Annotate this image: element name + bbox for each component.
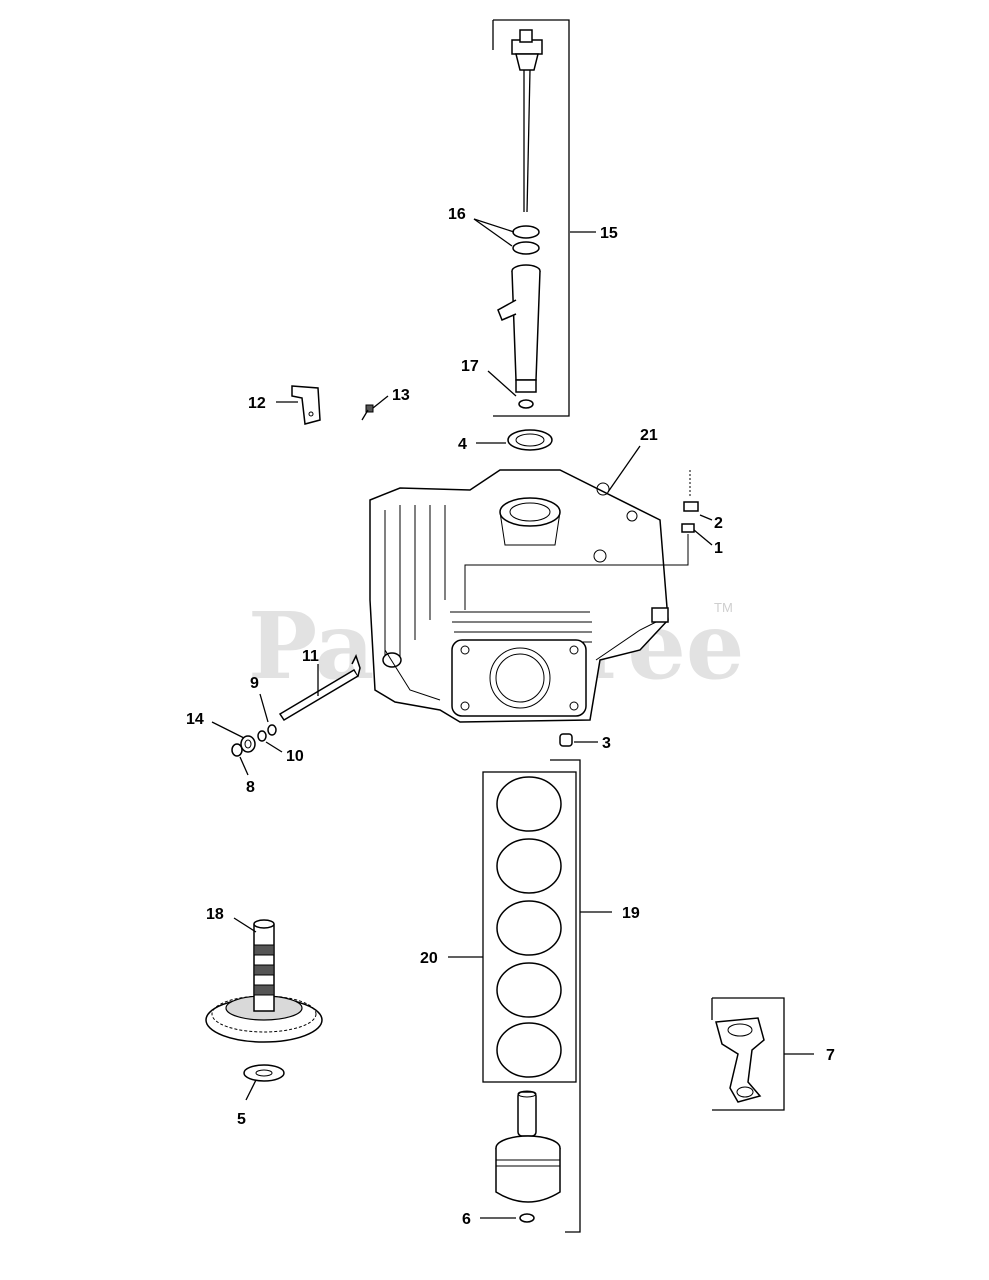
retainer-6-part[interactable] (519, 1213, 535, 1223)
callout-2[interactable]: 2 (714, 515, 723, 532)
callout-19[interactable]: 19 (622, 905, 640, 922)
dipstick-tube (511, 270, 541, 381)
bracket-19 (550, 759, 581, 1233)
callout-8[interactable]: 8 (246, 779, 255, 796)
callout-6[interactable]: 6 (462, 1211, 471, 1228)
leader-lines (211, 218, 814, 1219)
clip-1-part[interactable] (681, 523, 695, 533)
watermark-trademark: TM (714, 600, 733, 615)
piston-ring-5 (496, 1022, 562, 1078)
bracket-12-part[interactable] (291, 385, 321, 425)
piston-ring-4 (496, 962, 562, 1018)
bracket-20 (482, 771, 577, 1083)
callout-1[interactable]: 1 (714, 540, 723, 557)
callout-17[interactable]: 17 (461, 358, 479, 375)
washer-14-part[interactable] (240, 735, 256, 753)
callout-21[interactable]: 21 (640, 427, 658, 444)
crankcase-21-part[interactable] (369, 469, 689, 723)
piston-ring-set[interactable] (482, 759, 581, 1233)
o-ring-lower (512, 241, 540, 255)
callout-20[interactable]: 20 (420, 950, 438, 967)
clip-2-part[interactable] (683, 470, 699, 512)
callout-13[interactable]: 13 (392, 387, 410, 404)
callout-11[interactable]: 11 (302, 648, 319, 665)
o-ring-upper (512, 225, 540, 239)
piston-pin-part[interactable] (517, 1090, 537, 1137)
callout-5[interactable]: 5 (237, 1111, 246, 1128)
connecting-rod-7-part[interactable] (711, 997, 785, 1111)
piston-part[interactable] (495, 1135, 561, 1203)
callout-16[interactable]: 16 (448, 206, 466, 223)
screw-13-part[interactable] (361, 404, 374, 421)
callout-18[interactable]: 18 (206, 906, 224, 923)
tube-seal (518, 399, 534, 409)
callout-3[interactable]: 3 (602, 735, 611, 752)
washer-10-part[interactable] (257, 730, 267, 742)
shim-5-part[interactable] (243, 1064, 285, 1082)
governor-shaft-11-part[interactable] (278, 654, 361, 722)
callout-12[interactable]: 12 (248, 395, 266, 412)
piston-ring-3 (496, 900, 562, 956)
piston-ring-1 (496, 776, 562, 832)
callout-10[interactable]: 10 (286, 748, 304, 765)
clip-8-part[interactable] (231, 743, 243, 757)
camshaft-18-part[interactable] (205, 919, 323, 1043)
callout-4[interactable]: 4 (458, 436, 467, 453)
dipstick-assembly[interactable] (492, 19, 570, 417)
oil-seal-4-part[interactable] (507, 429, 553, 451)
callout-7[interactable]: 7 (826, 1047, 835, 1064)
piston-ring-2 (496, 838, 562, 894)
washer-9-part[interactable] (267, 724, 277, 736)
callout-9[interactable]: 9 (250, 675, 259, 692)
callout-15[interactable]: 15 (600, 225, 618, 242)
dowel-3-part[interactable] (559, 733, 573, 747)
callout-14[interactable]: 14 (186, 711, 204, 728)
bracket-15 (493, 19, 570, 417)
